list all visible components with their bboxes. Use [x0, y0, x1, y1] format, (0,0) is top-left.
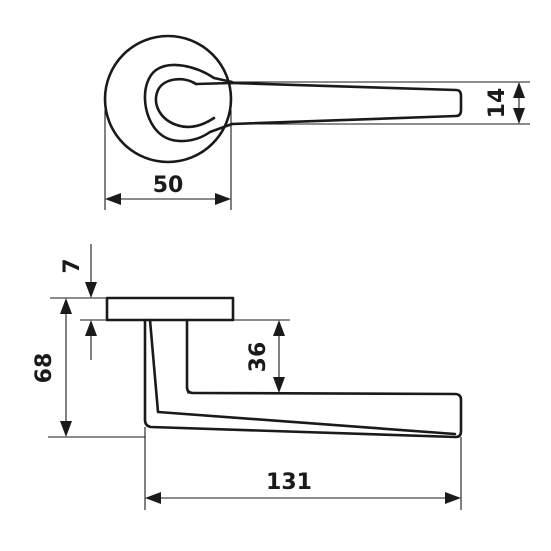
lever-profile-outline — [143, 318, 463, 439]
arrowhead-bottom — [273, 377, 285, 393]
arrowhead-bottom — [85, 320, 97, 336]
dimension-label-50: 50 — [153, 173, 184, 198]
arrowhead-left — [105, 193, 121, 205]
arrowhead-top — [273, 320, 285, 336]
arrowhead-top — [85, 282, 97, 298]
dimension-rose-diameter: 50 — [104, 110, 232, 210]
rose-plate-outline — [105, 296, 235, 322]
dimension-label-36: 36 — [246, 342, 271, 373]
dimension-lever-length: 131 — [144, 427, 462, 510]
arrowhead-bottom — [60, 421, 72, 437]
arrowhead-left — [145, 492, 161, 504]
arrowhead-right — [445, 492, 461, 504]
arrowhead-right — [215, 193, 231, 205]
lever-arm-outline — [194, 81, 463, 126]
arrowhead-top — [60, 298, 72, 314]
dimension-lever-height: 14 — [232, 81, 530, 125]
dimension-rose-thickness: 7 — [50, 244, 290, 360]
dimension-label-14: 14 — [485, 88, 510, 119]
rose-outline — [103, 34, 233, 164]
side-view — [105, 296, 463, 439]
dimension-label-68: 68 — [32, 353, 57, 384]
arrowhead-top — [513, 82, 525, 98]
dimension-overall-height: 68 — [32, 298, 145, 438]
lever-inner-edge — [148, 318, 457, 436]
dimension-lever-offset: 36 — [187, 320, 292, 394]
top-view — [103, 34, 463, 164]
arrowhead-bottom — [513, 108, 525, 124]
dimension-label-7: 7 — [60, 258, 85, 273]
lever-hub-outline — [154, 77, 216, 129]
lever-neck-outline — [143, 63, 234, 143]
dimension-label-131: 131 — [266, 470, 312, 495]
